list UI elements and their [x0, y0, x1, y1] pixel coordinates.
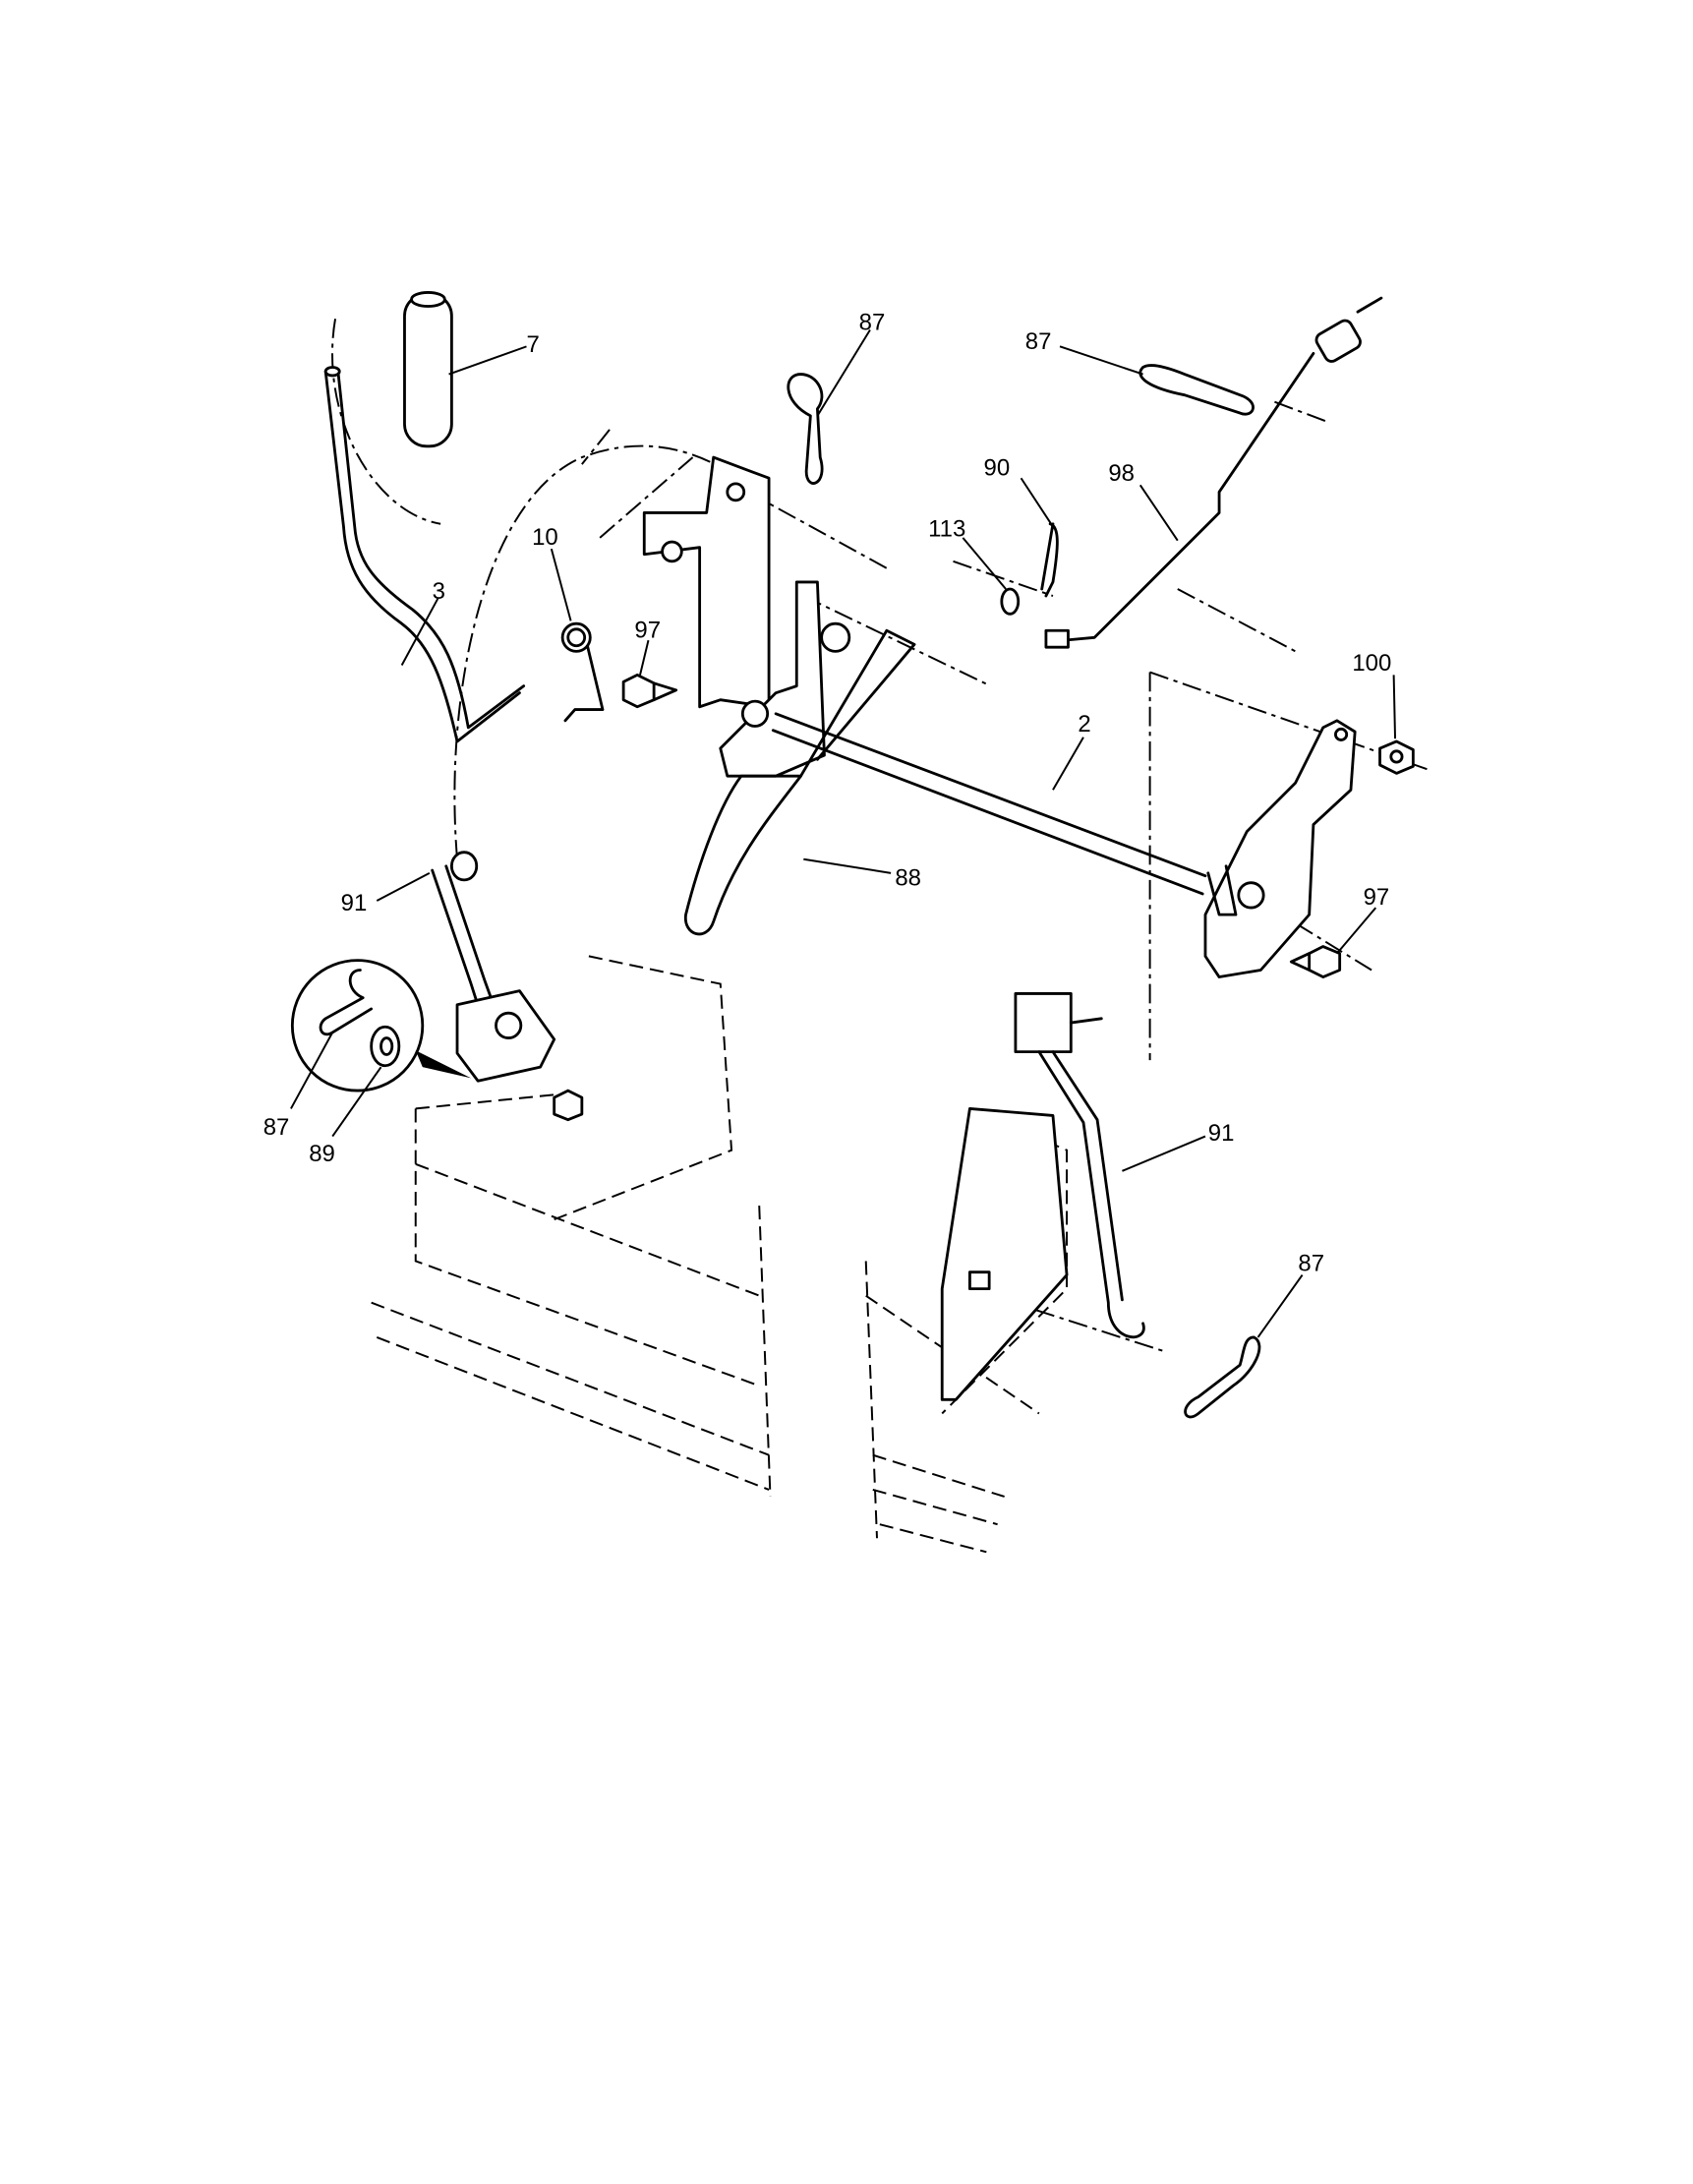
callout-87-detail: 87	[263, 1114, 290, 1141]
callout-87-top: 87	[859, 309, 886, 335]
part-87-clip-top	[787, 373, 824, 485]
part-88-extension-spring	[684, 628, 916, 936]
callout-91-left: 91	[341, 890, 368, 916]
part-97-bolt-right	[1289, 945, 1342, 978]
callout-100: 100	[1352, 650, 1391, 677]
part-100-nut	[1378, 739, 1415, 775]
callout-87-upper-right: 87	[1025, 328, 1052, 355]
callout-2: 2	[1078, 711, 1090, 738]
part-97-bolt-top	[621, 673, 678, 709]
callout-97-right: 97	[1364, 884, 1390, 911]
callout-3: 3	[433, 578, 445, 605]
part-113-washer	[1000, 587, 1021, 616]
callout-10: 10	[532, 524, 558, 551]
part-91-link-left	[431, 851, 584, 1122]
detail-callout-circle	[290, 959, 472, 1092]
part-3-lift-handle	[323, 366, 526, 743]
lift-bracket	[642, 455, 851, 778]
callout-91-right: 91	[1208, 1120, 1235, 1147]
part-2-lift-shaft	[771, 712, 1207, 896]
callout-89: 89	[309, 1141, 335, 1167]
lift-arm-right	[1203, 719, 1357, 978]
callout-88: 88	[895, 865, 921, 892]
callout-90: 90	[984, 454, 1011, 481]
part-98-adjust-rod	[1044, 296, 1383, 649]
part-10-torsion-spring	[560, 621, 605, 723]
part-87-clip-lower-right	[1184, 1335, 1261, 1419]
callouts: 7 87 87 90 98 113 10 3 97 100 2 88 91 97…	[263, 309, 1397, 1338]
callout-87-lower-right: 87	[1298, 1250, 1324, 1276]
part-90-cotter-pin	[1040, 522, 1059, 598]
callout-97-top: 97	[634, 617, 661, 643]
part-7-handle-grip	[403, 291, 453, 448]
callout-7: 7	[526, 331, 539, 358]
part-91-link-right	[940, 992, 1145, 1401]
callout-98: 98	[1108, 460, 1135, 487]
part-87-clip-upper-right	[1138, 364, 1255, 416]
callout-113: 113	[928, 515, 965, 542]
